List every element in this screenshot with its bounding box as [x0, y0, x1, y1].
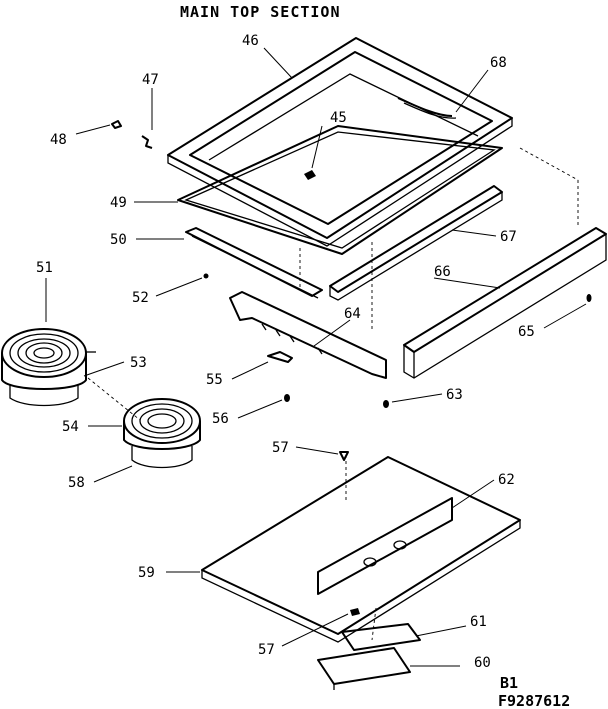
- part-56-screw: [284, 394, 290, 402]
- callout-46: 46: [242, 33, 259, 49]
- part-61-bracket: [341, 623, 421, 651]
- part-67-channel: [329, 185, 503, 301]
- part-53-drip-pan: [9, 384, 79, 407]
- part-50-left-rail: [185, 227, 323, 299]
- callout-62: 62: [498, 472, 515, 488]
- part-46-top-frame: [167, 37, 513, 247]
- leader-lines: [45, 47, 587, 667]
- callout-56: 56: [212, 411, 229, 427]
- callout-labels: 46 47 68 45 48 49 50 67 51 66 52 64 65 5…: [36, 33, 535, 671]
- callout-47: 47: [142, 72, 159, 88]
- callout-66: 66: [434, 264, 451, 280]
- callout-59: 59: [138, 565, 155, 581]
- diagram-title: MAIN TOP SECTION: [180, 3, 341, 21]
- part-55-clip: [267, 351, 293, 363]
- part-66-front-trim: [403, 227, 607, 379]
- part-68-wire: [397, 97, 457, 119]
- callout-45: 45: [330, 110, 347, 126]
- callout-58: 58: [68, 475, 85, 491]
- part-57-screw-top: [339, 451, 349, 461]
- part-63-screw: [383, 400, 389, 408]
- part-65-screw: [586, 294, 592, 302]
- part-60-bracket: [317, 647, 411, 690]
- callout-63: 63: [446, 387, 463, 403]
- callout-64: 64: [344, 306, 361, 322]
- part-52-screw: [203, 273, 209, 279]
- callout-50: 50: [110, 232, 127, 248]
- callout-68: 68: [490, 55, 507, 71]
- part-48-screw: [111, 120, 122, 129]
- callout-60: 60: [474, 655, 491, 671]
- callout-52: 52: [132, 290, 149, 306]
- part-47-clip: [141, 135, 153, 149]
- part-59-bottom-panel: [201, 456, 521, 643]
- footer-part-number: F9287612: [498, 692, 570, 709]
- callout-53: 53: [130, 355, 147, 371]
- callout-57-bottom: 57: [258, 642, 275, 658]
- callout-48: 48: [50, 132, 67, 148]
- part-62-control-bracket: [317, 497, 453, 595]
- part-58-drip-pan: [131, 446, 193, 469]
- part-57-screw-bottom: [350, 608, 360, 616]
- callout-54: 54: [62, 419, 79, 435]
- callout-67: 67: [500, 229, 517, 245]
- callout-61: 61: [470, 614, 487, 630]
- part-64-bracket: [229, 291, 387, 379]
- callout-57-top: 57: [272, 440, 289, 456]
- part-49-gasket: [177, 125, 503, 255]
- alignment-lines: [87, 147, 579, 641]
- footer-code-b1: B1: [500, 674, 518, 692]
- callout-49: 49: [110, 195, 127, 211]
- callout-65: 65: [518, 324, 535, 340]
- callout-55: 55: [206, 372, 223, 388]
- part-54-small-element: [123, 398, 201, 450]
- part-51-large-element: [1, 328, 96, 390]
- callout-51: 51: [36, 260, 53, 276]
